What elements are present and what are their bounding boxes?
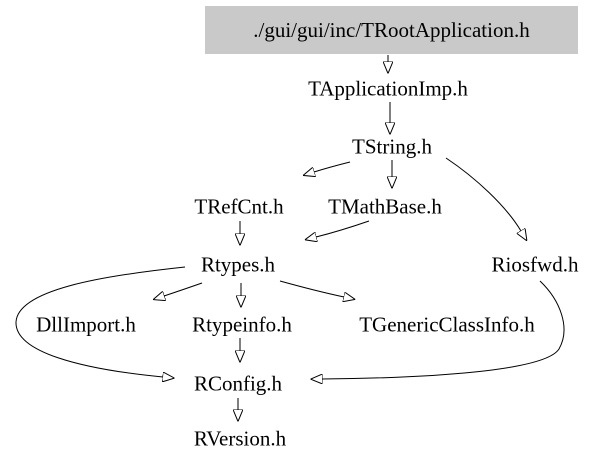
edge-tstring-to-trefcnt (314, 161, 351, 172)
node-tapplicationimp[interactable]: TApplicationImp.h (308, 76, 468, 101)
edge-tstring-to-riosfwd (445, 157, 521, 231)
node-rconfig[interactable]: RConfig.h (193, 371, 283, 396)
node-rversion[interactable]: RVersion.h (193, 426, 287, 451)
node-rtypes[interactable]: Rtypes.h (200, 252, 276, 277)
edge-tmathbase-to-rtypes (316, 220, 370, 237)
node-tstring[interactable]: TString.h (352, 134, 432, 159)
node-tgenericclassinfo[interactable]: TGenericClassInfo.h (359, 312, 535, 337)
node-riosfwd[interactable]: Riosfwd.h (491, 252, 579, 277)
edge-riosfwd-to-rconfig (322, 280, 565, 379)
node-trootapplication: ./gui/gui/inc/TRootApplication.h (205, 6, 578, 54)
edge-rtypes-to-tgenericclassinfo (279, 280, 344, 297)
node-rtypeinfo[interactable]: Rtypeinfo.h (192, 312, 292, 337)
edge-rtypes-to-rconfig (15, 266, 186, 377)
node-trefcnt[interactable]: TRefCnt.h (194, 194, 284, 219)
node-dllimport[interactable]: DllImport.h (36, 312, 136, 337)
node-tmathbase[interactable]: TMathBase.h (328, 194, 442, 219)
edge-rtypes-to-dllimport (164, 282, 203, 296)
